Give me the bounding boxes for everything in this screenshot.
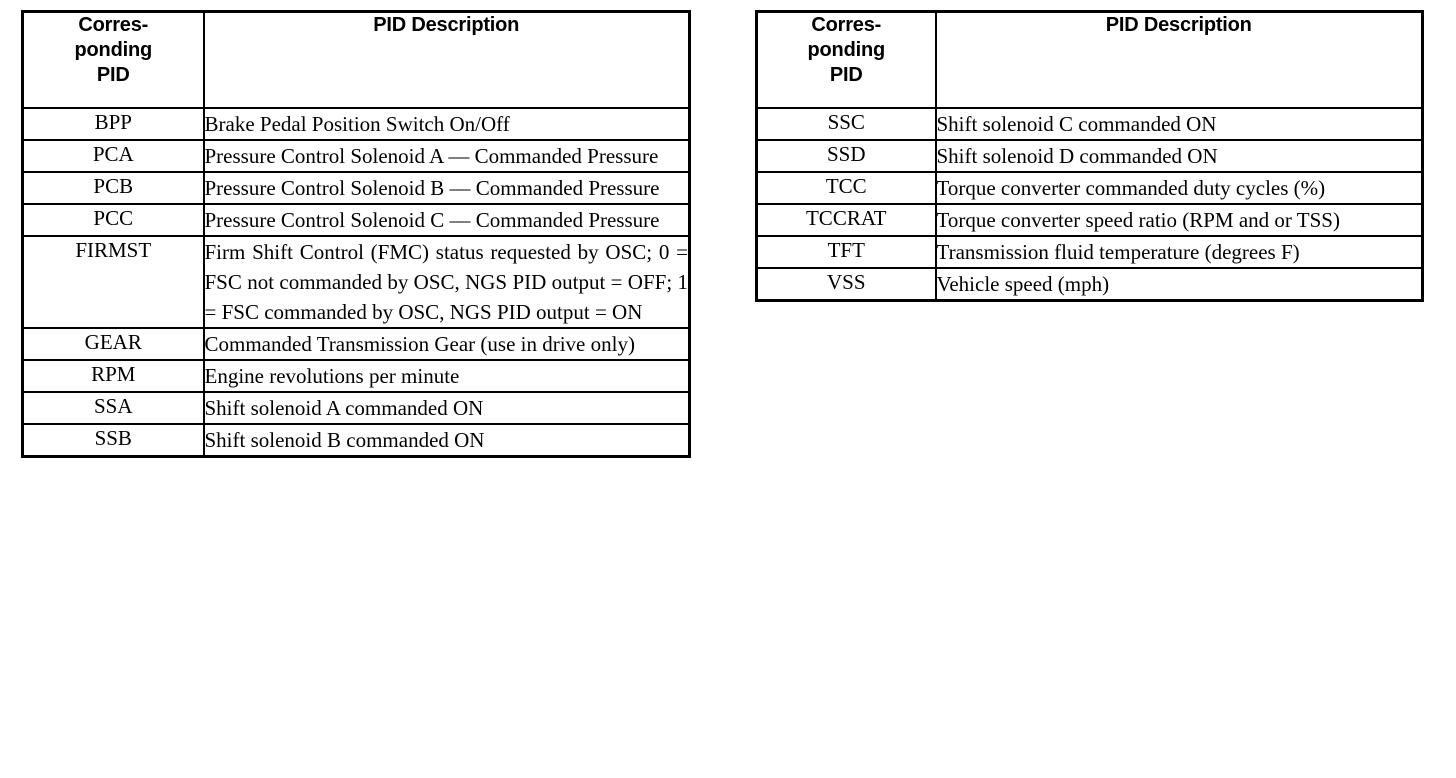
table-row: BPP Brake Pedal Position Switch On/Off xyxy=(21,107,691,141)
table-row: GEAR Commanded Transmission Gear (use in… xyxy=(21,327,691,361)
cell-pid: SSB xyxy=(21,423,205,458)
table-row: RPM Engine revolutions per minute xyxy=(21,359,691,393)
cell-description: Vehicle speed (mph) xyxy=(934,267,1424,302)
cell-pid: VSS xyxy=(755,267,937,302)
cell-pid: GEAR xyxy=(21,327,205,361)
cell-description: Pressure Control Solenoid B — Commanded … xyxy=(202,171,691,205)
cell-description: Commanded Transmission Gear (use in driv… xyxy=(202,327,691,361)
table-row: TFT Transmission fluid temperature (degr… xyxy=(755,235,1424,269)
table-row: VSS Vehicle speed (mph) xyxy=(755,267,1424,302)
table-row: PCA Pressure Control Solenoid A — Comman… xyxy=(21,139,691,173)
table-body-right: SSC Shift solenoid C commanded ON SSD Sh… xyxy=(755,107,1424,302)
cell-description: Shift solenoid A commanded ON xyxy=(202,391,691,425)
table-row: SSA Shift solenoid A commanded ON xyxy=(21,391,691,425)
cell-description: Pressure Control Solenoid C — Commanded … xyxy=(202,203,691,237)
cell-pid: RPM xyxy=(21,359,205,393)
cell-pid: FIRMST xyxy=(21,235,205,329)
cell-pid: SSA xyxy=(21,391,205,425)
table-row: PCB Pressure Control Solenoid B — Comman… xyxy=(21,171,691,205)
cell-pid: TFT xyxy=(755,235,937,269)
table-row: SSC Shift solenoid C commanded ON xyxy=(755,107,1424,141)
cell-description: Brake Pedal Position Switch On/Off xyxy=(202,107,691,141)
cell-description: Firm Shift Control (FMC) status requeste… xyxy=(202,235,691,329)
cell-pid: PCB xyxy=(21,171,205,205)
cell-pid: SSD xyxy=(755,139,937,173)
cell-description: Shift solenoid D commanded ON xyxy=(934,139,1424,173)
cell-description: Shift solenoid C commanded ON xyxy=(934,107,1424,141)
table-row: TCCRAT Torque converter speed ratio (RPM… xyxy=(755,203,1424,237)
table-row: FIRMST Firm Shift Control (FMC) status r… xyxy=(21,235,691,329)
cell-description: Torque converter commanded duty cycles (… xyxy=(934,171,1424,205)
cell-pid: PCA xyxy=(21,139,205,173)
column-header-pid-description: PID Description xyxy=(934,10,1424,109)
cell-description: Shift solenoid B commanded ON xyxy=(202,423,691,458)
table-row: PCC Pressure Control Solenoid C — Comman… xyxy=(21,203,691,237)
cell-description: Pressure Control Solenoid A — Commanded … xyxy=(202,139,691,173)
table-row: SSD Shift solenoid D commanded ON xyxy=(755,139,1424,173)
cell-description: Engine revolutions per minute xyxy=(202,359,691,393)
cell-pid: TCCRAT xyxy=(755,203,937,237)
column-header-pid-description: PID Description xyxy=(202,10,691,109)
table-row: TCC Torque converter commanded duty cycl… xyxy=(755,171,1424,205)
cell-pid: BPP xyxy=(21,107,205,141)
cell-pid: PCC xyxy=(21,203,205,237)
cell-description: Transmission fluid temperature (degrees … xyxy=(934,235,1424,269)
cell-pid: TCC xyxy=(755,171,937,205)
table-body-left: BPP Brake Pedal Position Switch On/Off P… xyxy=(21,107,691,458)
cell-pid: SSC xyxy=(755,107,937,141)
cell-description: Torque converter speed ratio (RPM and or… xyxy=(934,203,1424,237)
table-row: SSB Shift solenoid B commanded ON xyxy=(21,423,691,458)
